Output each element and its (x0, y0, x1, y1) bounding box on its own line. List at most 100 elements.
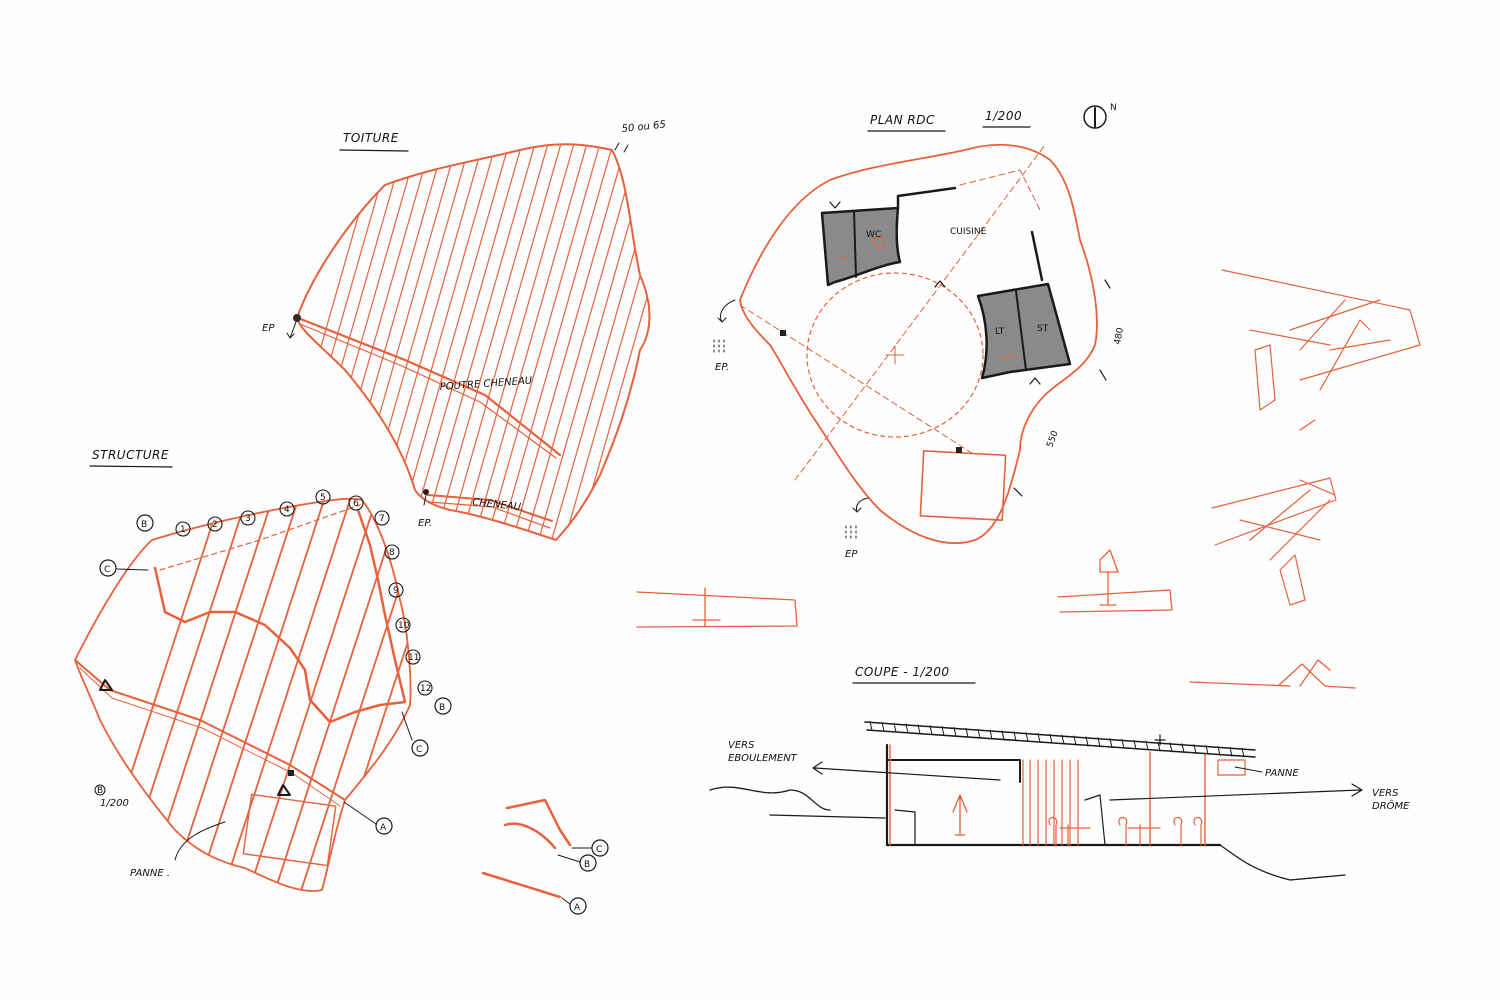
structure-panne: PANNE . (130, 868, 170, 879)
structure-tie-beam (74, 659, 346, 801)
coupe-rafter (977, 728, 981, 739)
roof-hatching (297, 140, 783, 560)
structure-rafter (375, 499, 411, 891)
roof-hatch-line (297, 144, 407, 540)
structure-eave-line (159, 504, 361, 571)
coupe-rafter (941, 726, 945, 737)
grid-bubble-label: 11 (408, 653, 419, 663)
structure-post-3 (288, 770, 294, 776)
slope-ticks (614, 142, 629, 153)
grid-bubble (384, 544, 400, 560)
wc-fixture (837, 236, 885, 259)
coupe-rafter (1025, 732, 1029, 743)
cheneau-gutter-edge (429, 501, 551, 529)
roof-hatch-line (324, 144, 446, 540)
lt-label: LT (995, 327, 1005, 337)
coupe-rafter (1229, 746, 1233, 757)
coupe-panne: PANNE (1265, 768, 1299, 779)
cuisine-label: CUISINE (950, 227, 987, 237)
ep-arrow-top (286, 321, 297, 339)
structure-scale-bubble (94, 784, 106, 796)
coupe-title: COUPE - 1/200 (855, 665, 949, 679)
coupe-rafter (1181, 743, 1185, 754)
legend-c-bubble (591, 839, 609, 857)
coupe-terrain-left (709, 786, 886, 819)
coupe-rafter (1169, 742, 1173, 753)
plan-axis-3 (959, 169, 1041, 211)
plan-central-circle (806, 272, 984, 438)
roof-hatch-line (337, 144, 459, 540)
legend-b: B (584, 860, 590, 870)
toiture-ep-top: EP (262, 323, 275, 334)
struct-label-b: B (141, 520, 147, 530)
toiture-outline (296, 143, 651, 541)
coupe-rafter (1013, 731, 1017, 742)
structure-rafter (115, 499, 247, 891)
roof-hatch-line (558, 144, 650, 540)
toiture-slope-note: 50 ou 65 (621, 119, 666, 135)
structure-rafter (193, 499, 325, 891)
structure-scale: 1/200 (100, 798, 129, 809)
legend-b-bubble (579, 854, 597, 872)
detail-roof-peak (1189, 659, 1356, 689)
wc-partition (853, 210, 857, 278)
coupe-rafter (929, 725, 933, 736)
coupe-rafter (1205, 744, 1209, 755)
legend-c-stroke (505, 798, 572, 847)
wc-wall-link (896, 186, 957, 210)
poutre-cheneau-beam (296, 316, 562, 457)
coupe-terrain-right (1219, 844, 1346, 881)
legend-a-leader (561, 897, 571, 905)
toiture-drawing: TOITURE 50 ou 65 EP POUTRE CHENEAU EP. C… (262, 119, 783, 560)
ep-arrow-bottom (423, 494, 427, 506)
toiture-title-underline (339, 149, 409, 152)
grid-bubble-label: 5 (320, 493, 326, 503)
struct-bubble-b (136, 514, 154, 532)
coupe-roof-bottom (866, 729, 1256, 758)
grid-bubble (348, 495, 364, 511)
roof-hatch-line (663, 140, 783, 560)
roof-hatch-line (506, 144, 628, 540)
plan-dim-ticks (1013, 279, 1111, 497)
grid-bubble-label: 10 (398, 621, 410, 631)
toiture-title: TOITURE (343, 131, 399, 145)
coupe-rafter (1241, 747, 1245, 758)
detail-post-sketch (1057, 549, 1173, 613)
grid-bubble (417, 680, 433, 696)
roof-hatch-line (584, 144, 650, 540)
structure-rafter (297, 499, 411, 891)
grid-bubble-label: 6 (353, 499, 359, 509)
structure-legend: C B A (481, 798, 609, 915)
grid-bubble-label: 4 (284, 505, 290, 515)
legend-a-stroke (481, 871, 562, 899)
poutre-cheneau-beam-edge (299, 323, 557, 459)
grid-bubble (207, 516, 223, 532)
coupe-rafter (1109, 738, 1113, 749)
plan-ep-arrow-left (717, 299, 736, 323)
panne-arrow (1234, 766, 1263, 773)
grid-bubble (405, 649, 421, 665)
lt-door-mark (1029, 377, 1041, 385)
wc-label: WC (866, 230, 881, 240)
roof-hatch-line (441, 144, 563, 540)
structure-outer-beam (153, 508, 407, 724)
roof-hatch-line (649, 144, 650, 540)
plan-ep-left: EP. (715, 362, 729, 373)
grid-bubble-label: 8 (389, 548, 395, 558)
plan-ep-drops-bottom (845, 525, 857, 539)
plan-rdc-drawing: PLAN RDC 1/200 N WC CUISINE LT ST (713, 103, 1126, 560)
panne-leader (174, 821, 226, 861)
coupe-terrain-dash (1289, 874, 1346, 881)
struct-bubble-b-right (434, 697, 452, 715)
coupe-rafter (989, 729, 993, 740)
roof-hatch-line (519, 144, 641, 540)
structure-post-2 (277, 784, 291, 796)
plan-dim-480: 480 (1113, 327, 1126, 346)
roof-hatch-line (297, 144, 394, 540)
detail-axonometric-2 (1211, 477, 1337, 606)
grid-bubble (315, 489, 331, 505)
roof-hatch-line (454, 144, 576, 540)
coupe-kitchen-wall (1022, 759, 1079, 846)
cheneau-gutter (427, 494, 553, 522)
